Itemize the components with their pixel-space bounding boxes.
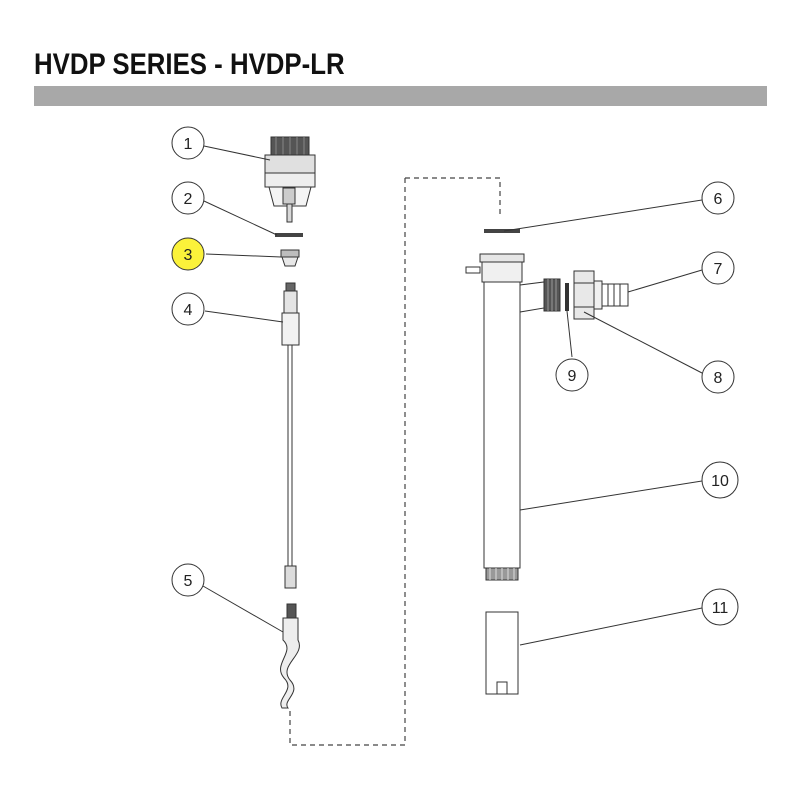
svg-text:2: 2	[184, 191, 193, 208]
part-3-cap	[280, 249, 300, 267]
part-7-hose-fitting	[593, 280, 629, 310]
part-4-probe-cable	[281, 282, 300, 589]
callout-5: 5	[171, 563, 205, 597]
callout-1: 1	[171, 126, 205, 160]
callout-leader-lines	[202, 145, 703, 646]
part-6-gasket	[484, 229, 520, 233]
callout-2: 2	[171, 181, 205, 215]
svg-text:11: 11	[712, 600, 729, 617]
part-9-o-ring	[565, 283, 569, 311]
callout-11: 11	[701, 588, 739, 626]
svg-text:8: 8	[714, 370, 723, 387]
part-1-controller-head	[264, 136, 316, 223]
callout-3-highlighted: 3	[171, 237, 205, 271]
assembly-dashed-boundary	[289, 177, 501, 746]
callout-9: 9	[555, 358, 589, 392]
callout-7: 7	[701, 251, 735, 285]
part-2-gasket	[275, 233, 303, 237]
svg-text:7: 7	[714, 261, 723, 278]
callout-8: 8	[701, 360, 735, 394]
callout-10: 10	[701, 461, 739, 499]
svg-text:3: 3	[184, 247, 193, 264]
svg-text:6: 6	[714, 191, 723, 208]
page-title: HVDP SERIES - HVDP-LR	[34, 48, 345, 81]
part-8-nut	[573, 270, 595, 320]
svg-text:5: 5	[184, 573, 193, 590]
svg-text:1: 1	[184, 136, 193, 153]
title-underline-bar	[34, 86, 767, 106]
svg-text:10: 10	[711, 473, 729, 490]
callout-4: 4	[171, 292, 205, 326]
part-5-sensor-tip	[280, 603, 300, 709]
part-11-sleeve	[485, 611, 519, 695]
callout-6: 6	[701, 181, 735, 215]
part-10-main-tube	[465, 253, 545, 581]
svg-text:9: 9	[568, 368, 577, 385]
svg-text:4: 4	[184, 302, 193, 319]
side-threaded-coupling	[543, 278, 561, 312]
